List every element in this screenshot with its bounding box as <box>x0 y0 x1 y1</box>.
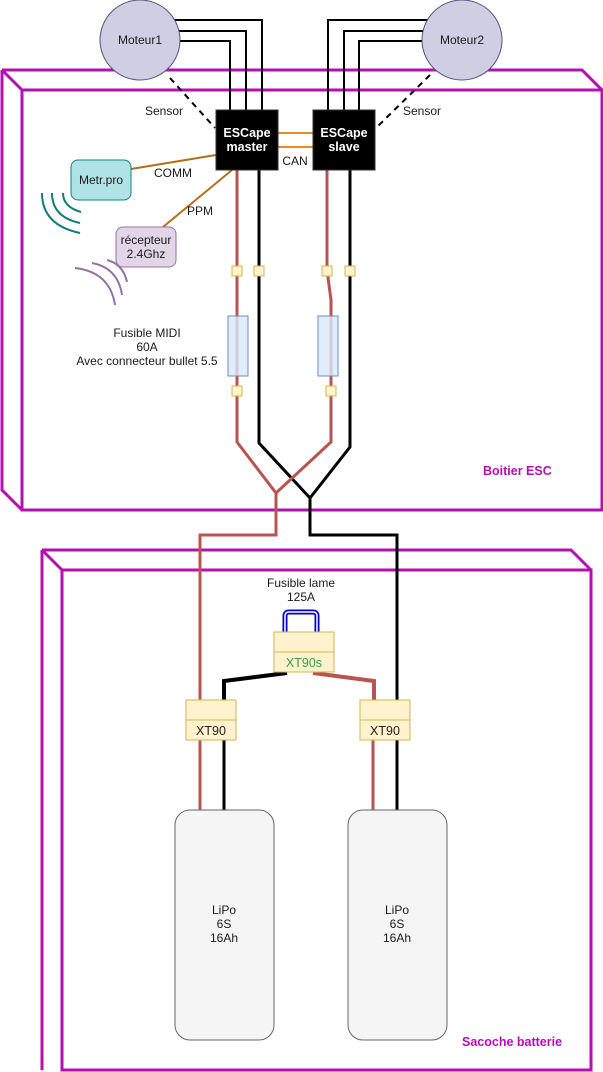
battery-1-line2: 6S <box>217 917 232 931</box>
midi-fuse-line1: Fusible MIDI <box>113 326 180 340</box>
telemetry-wave-icon <box>41 192 82 234</box>
blade-fuse-line1: Fusible lame <box>267 576 335 590</box>
battery-1-line3: 16Ah <box>210 931 238 945</box>
esc-slave-line2: slave <box>328 140 359 154</box>
bullet-master-neg <box>253 265 265 277</box>
master-negative-wire <box>257 170 312 500</box>
battery-1-line1: LiPo <box>212 903 236 917</box>
receiver-wave-icon <box>74 259 128 306</box>
xt90-right-label: XT90 <box>370 724 400 738</box>
bullet-master-pos-bottom <box>231 385 243 397</box>
slave-negative-wire <box>308 170 399 700</box>
motor-2[interactable]: Moteur2 <box>421 0 503 81</box>
bullet-master-pos-top <box>231 265 243 277</box>
ppm-label: PPM <box>187 204 213 218</box>
esc-slave-line1: ESCape <box>320 126 367 140</box>
battery-2-line2: 6S <box>390 917 405 931</box>
comm-wire <box>130 154 217 170</box>
receiver-line2: 2.4Ghz <box>127 247 166 261</box>
receiver-module[interactable]: récepteur 2.4Ghz <box>115 226 177 268</box>
xt90s-label: XT90s <box>286 656 322 670</box>
can-label: CAN <box>282 154 307 168</box>
battery-2-line3: 16Ah <box>383 931 411 945</box>
bullet-slave-neg <box>344 265 356 277</box>
blade-fuse-icon[interactable] <box>282 609 320 632</box>
esc-master-line1: ESCape <box>223 126 270 140</box>
series-positive-wire <box>312 671 376 700</box>
comm-label: COMM <box>154 166 192 180</box>
battery-2[interactable]: LiPo 6S 16Ah <box>347 809 448 1041</box>
series-negative-wire <box>222 671 288 700</box>
xt90-right-connector[interactable]: XT90 <box>359 699 411 741</box>
midi-fuse-line3: Avec connecteur bullet 5.5 <box>76 354 218 368</box>
battery-bag-label: Sacoche batterie <box>462 1035 562 1049</box>
blade-fuse-line2: 125A <box>287 590 315 604</box>
battery-1[interactable]: LiPo 6S 16Ah <box>174 809 275 1041</box>
motor1-phase-wires <box>160 19 263 110</box>
xt90-left-connector[interactable]: XT90 <box>185 699 237 741</box>
sensor-line-right <box>375 74 431 129</box>
esc-enclosure-label: Boitier ESC <box>483 464 552 478</box>
midi-fuse-master[interactable] <box>227 315 249 377</box>
sensor-line-left <box>169 77 216 129</box>
motor-1-label: Moteur1 <box>118 33 162 47</box>
telemetry-label: Metr.pro <box>79 173 123 187</box>
midi-fuse-line2: 60A <box>136 340 157 354</box>
esc-master[interactable]: ESCape master <box>215 109 279 171</box>
slave-positive-wire <box>274 170 333 495</box>
sensor-label-right: Sensor <box>403 104 441 118</box>
esc-slave[interactable]: ESCape slave <box>312 109 376 171</box>
battery-bag-enclosure <box>40 548 593 1072</box>
esc-master-line2: master <box>227 140 268 154</box>
ppm-wire <box>162 169 233 228</box>
motor-1[interactable]: Moteur1 <box>99 0 181 81</box>
motor2-phase-wires <box>327 19 430 110</box>
battery-2-line1: LiPo <box>385 903 409 917</box>
esc-enclosure <box>0 68 603 512</box>
xt90s-connector[interactable]: XT90s <box>273 631 335 673</box>
receiver-line1: récepteur <box>121 233 172 247</box>
midi-fuse-slave[interactable] <box>317 315 339 377</box>
bullet-slave-pos-top <box>321 265 333 277</box>
bullet-slave-pos-bottom <box>325 385 337 397</box>
xt90-left-label: XT90 <box>196 724 226 738</box>
sensor-label-left: Sensor <box>145 104 183 118</box>
bullet-connectors <box>231 265 356 397</box>
motor-2-label: Moteur2 <box>440 33 484 47</box>
master-positive-wire <box>198 170 278 700</box>
telemetry-module[interactable]: Metr.pro <box>70 159 132 201</box>
